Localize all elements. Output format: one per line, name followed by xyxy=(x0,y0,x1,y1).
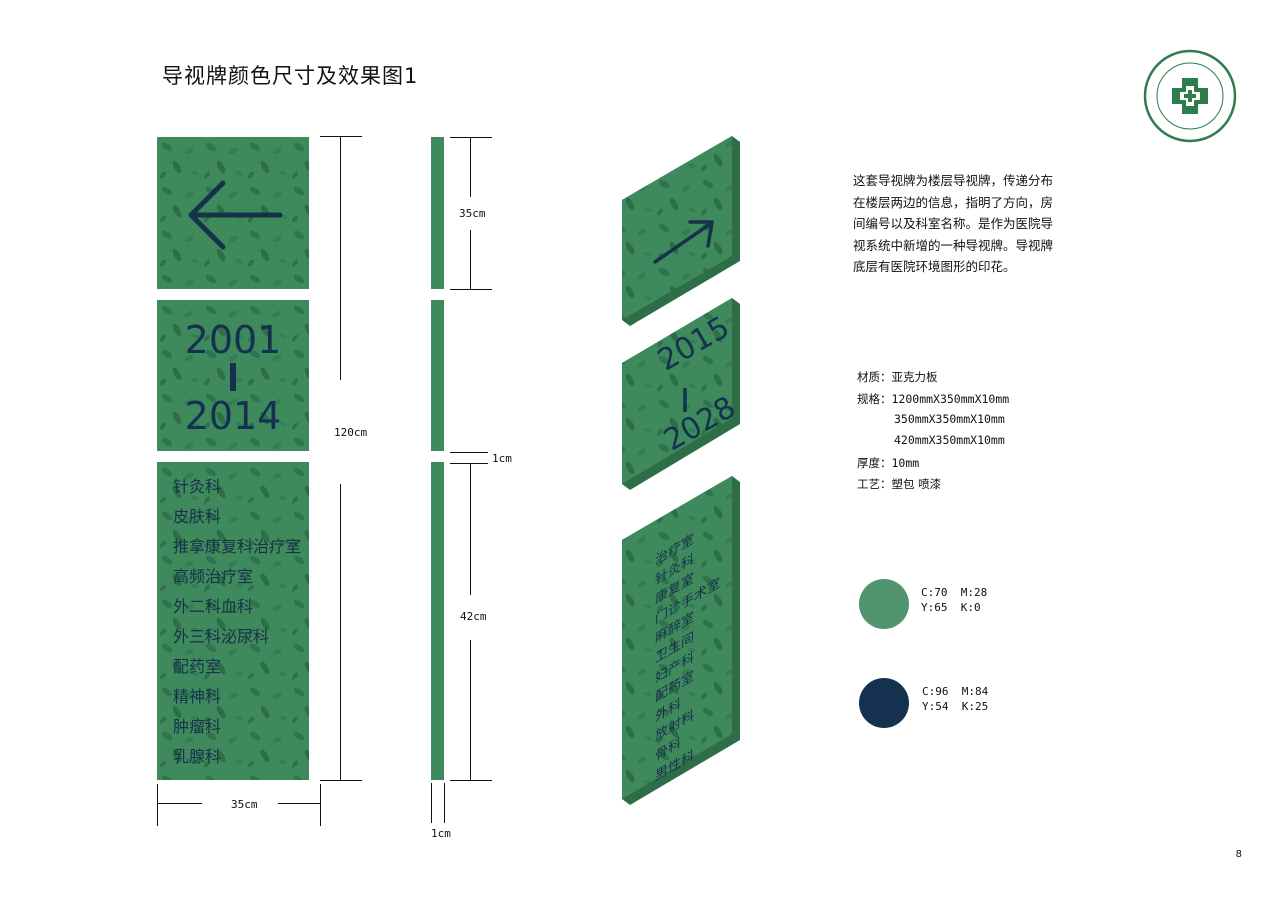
dim-line xyxy=(320,784,321,826)
spec-size-3: 420mmX350mmX10mm xyxy=(894,433,1005,447)
spec-material: 材质：亚克力板 xyxy=(857,370,938,384)
dim-line xyxy=(320,136,362,137)
page-title: 导视牌颜色尺寸及效果图1 xyxy=(162,64,419,88)
list-item: 精神科 xyxy=(173,687,222,706)
arrow-up-right-icon xyxy=(653,220,714,264)
dim-line xyxy=(340,136,341,380)
sign-3d-view xyxy=(622,136,740,805)
sign-panel-arrow xyxy=(157,137,309,289)
dim-line xyxy=(450,463,488,464)
dim-line xyxy=(470,230,471,289)
dim-line xyxy=(431,783,432,823)
department-list-3d: 治疗室 针灸科 康复室 门诊手术室 麻醉室 卫生间 妇产科 配药室 外科 放射科… xyxy=(655,514,720,787)
dim-total-height: 120cm xyxy=(332,426,370,439)
dim-line xyxy=(450,452,488,453)
dim-line xyxy=(450,289,492,290)
list-item: 针灸科 xyxy=(173,477,222,496)
list-item: 外三科泌尿科 xyxy=(173,627,270,646)
year-end: 2014 xyxy=(184,394,282,438)
dim-line xyxy=(157,803,202,804)
dim-gap: 1cm xyxy=(490,452,514,465)
dim-top-panel: 35cm xyxy=(457,207,488,220)
side-view-bottom xyxy=(431,462,444,780)
year-start: 2001 xyxy=(184,318,282,362)
list-item: 乳腺科 xyxy=(173,747,222,766)
dim-line xyxy=(444,783,445,823)
dim-line xyxy=(278,803,320,804)
page-number: 8 xyxy=(1235,849,1242,860)
dim-line xyxy=(470,137,471,197)
dim-bottom-panel: 42cm xyxy=(458,610,489,623)
spec-craft: 工艺：塑包 喷漆 xyxy=(857,477,942,491)
list-item: 皮肤科 xyxy=(173,507,222,526)
spec-size-2: 350mmX350mmX10mm xyxy=(894,412,1005,426)
dim-line xyxy=(450,780,492,781)
arrow-left-icon xyxy=(188,180,283,250)
list-item: 配药室 xyxy=(173,657,222,676)
side-view-top xyxy=(431,137,444,289)
dim-line xyxy=(340,484,341,780)
year-divider xyxy=(230,363,236,391)
list-item: 肿瘤科 xyxy=(173,717,222,736)
side-view-middle xyxy=(431,300,444,451)
dim-line xyxy=(450,137,492,138)
swatch-navy xyxy=(859,678,909,728)
list-item: 高频治疗室 xyxy=(173,567,254,586)
department-list: 针灸科 皮肤科 推拿康复科治疗室 高频治疗室 外二科血科 外三科泌尿科 配药室 … xyxy=(173,472,301,772)
dim-width: 35cm xyxy=(229,798,260,811)
sign-panel-departments: 针灸科 皮肤科 推拿康复科治疗室 高频治疗室 外二科血科 外三科泌尿科 配药室 … xyxy=(157,462,309,780)
list-item: 外二科血科 xyxy=(173,597,254,616)
dim-thickness: 1cm xyxy=(429,827,453,840)
swatch-green xyxy=(859,579,909,629)
dim-line xyxy=(470,640,471,780)
list-item: 推拿康复科治疗室 xyxy=(173,537,302,556)
dim-line xyxy=(320,780,362,781)
description-text: 这套导视牌为楼层导视牌，传递分布在楼层两边的信息，指明了方向，房间编号以及科室名… xyxy=(853,173,1054,274)
spec-thickness: 厚度：10mm xyxy=(857,456,920,470)
dim-line xyxy=(157,784,158,826)
dim-line xyxy=(470,463,471,595)
hospital-logo xyxy=(1142,48,1238,144)
sign-panel-years: 2001 2014 xyxy=(157,300,309,451)
spec-size-1: 规格：1200mmX350mmX10mm xyxy=(857,392,1010,406)
